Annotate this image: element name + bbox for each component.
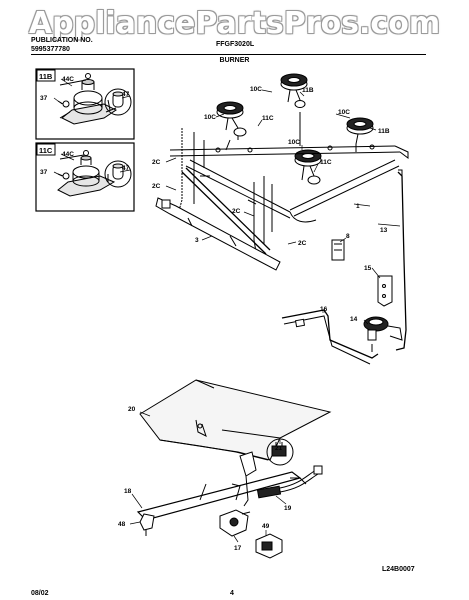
callout-2c: 2C — [152, 159, 161, 166]
callout-10c: 10C — [288, 139, 300, 146]
publication-label: PUBLICATION NO. — [31, 37, 93, 44]
inset-11b-callout-47: 47 — [122, 91, 130, 98]
burner-right-rear — [346, 117, 374, 152]
callout-15: 15 — [364, 265, 372, 272]
callout-10c: 10C — [338, 109, 350, 116]
callout-20: 20 — [128, 406, 136, 413]
inset-11b-callout-37: 37 — [40, 95, 48, 102]
callout-3: 3 — [195, 237, 199, 244]
callout-11b: 11B — [378, 128, 390, 135]
callout-1: 1 — [356, 203, 360, 210]
inset-11c-title: 11C — [39, 146, 53, 155]
callout-2c: 2C — [232, 208, 241, 215]
bracket-15 — [377, 275, 393, 307]
burner-left-front — [216, 101, 247, 140]
page-number: 4 — [230, 590, 234, 597]
igniter-19 — [256, 465, 323, 499]
callout-17: 17 — [234, 545, 242, 552]
callout-11c: 11C — [262, 115, 274, 122]
callout-10c: 10C — [250, 86, 262, 93]
baffle-20 — [139, 379, 332, 461]
callout-14: 14 — [350, 316, 358, 323]
inset-11c-callout-44c: 44C — [62, 151, 74, 158]
part-8 — [331, 239, 345, 261]
footer-date: 08/02 — [31, 590, 49, 597]
watermark-text: AppliancePartsPros.com — [28, 6, 441, 41]
callout-21: 21 — [275, 445, 283, 452]
clip-48 — [139, 513, 155, 536]
inset-11b-title: 11B — [39, 72, 53, 81]
inset-11b-callout-44c: 44C — [62, 76, 74, 83]
callout-2c: 2C — [298, 240, 307, 247]
bracket-49 — [255, 533, 283, 559]
callout-11b: 11B — [302, 87, 314, 94]
gas-line-13 — [395, 169, 407, 351]
oven-valve-17 — [219, 509, 251, 537]
callout-13: 13 — [380, 227, 388, 234]
callout-18: 18 — [124, 488, 132, 495]
callout-11c: 11C — [320, 159, 332, 166]
part-21 — [266, 438, 294, 466]
callout-8: 8 — [346, 233, 350, 240]
callout-48: 48 — [118, 521, 126, 528]
oven-burner-18 — [136, 451, 307, 521]
regulator-14 — [363, 316, 403, 352]
inset-11b — [35, 68, 135, 140]
publication-number: 5995377780 — [31, 46, 70, 53]
section-title: BURNER — [219, 57, 250, 64]
header-divider — [31, 54, 426, 55]
model-number: FFGF3020L — [216, 41, 255, 48]
pipe-16 — [281, 309, 379, 365]
manifold-pipe — [169, 112, 409, 255]
valve-bracket — [155, 197, 281, 271]
callout-10c: 10C — [204, 114, 216, 121]
diagram-code: L24B0007 — [382, 566, 415, 573]
inset-11c — [35, 142, 135, 212]
burner-right-front — [294, 149, 322, 185]
inset-11c-callout-37: 37 — [40, 169, 48, 176]
callout-49: 49 — [262, 523, 270, 530]
callout-16: 16 — [320, 306, 328, 313]
callout-2c: 2C — [152, 183, 161, 190]
leader-lines — [53, 78, 401, 543]
inset-11c-callout-47: 47 — [122, 165, 130, 172]
callout-19: 19 — [284, 505, 292, 512]
burner-left-rear — [280, 73, 308, 108]
